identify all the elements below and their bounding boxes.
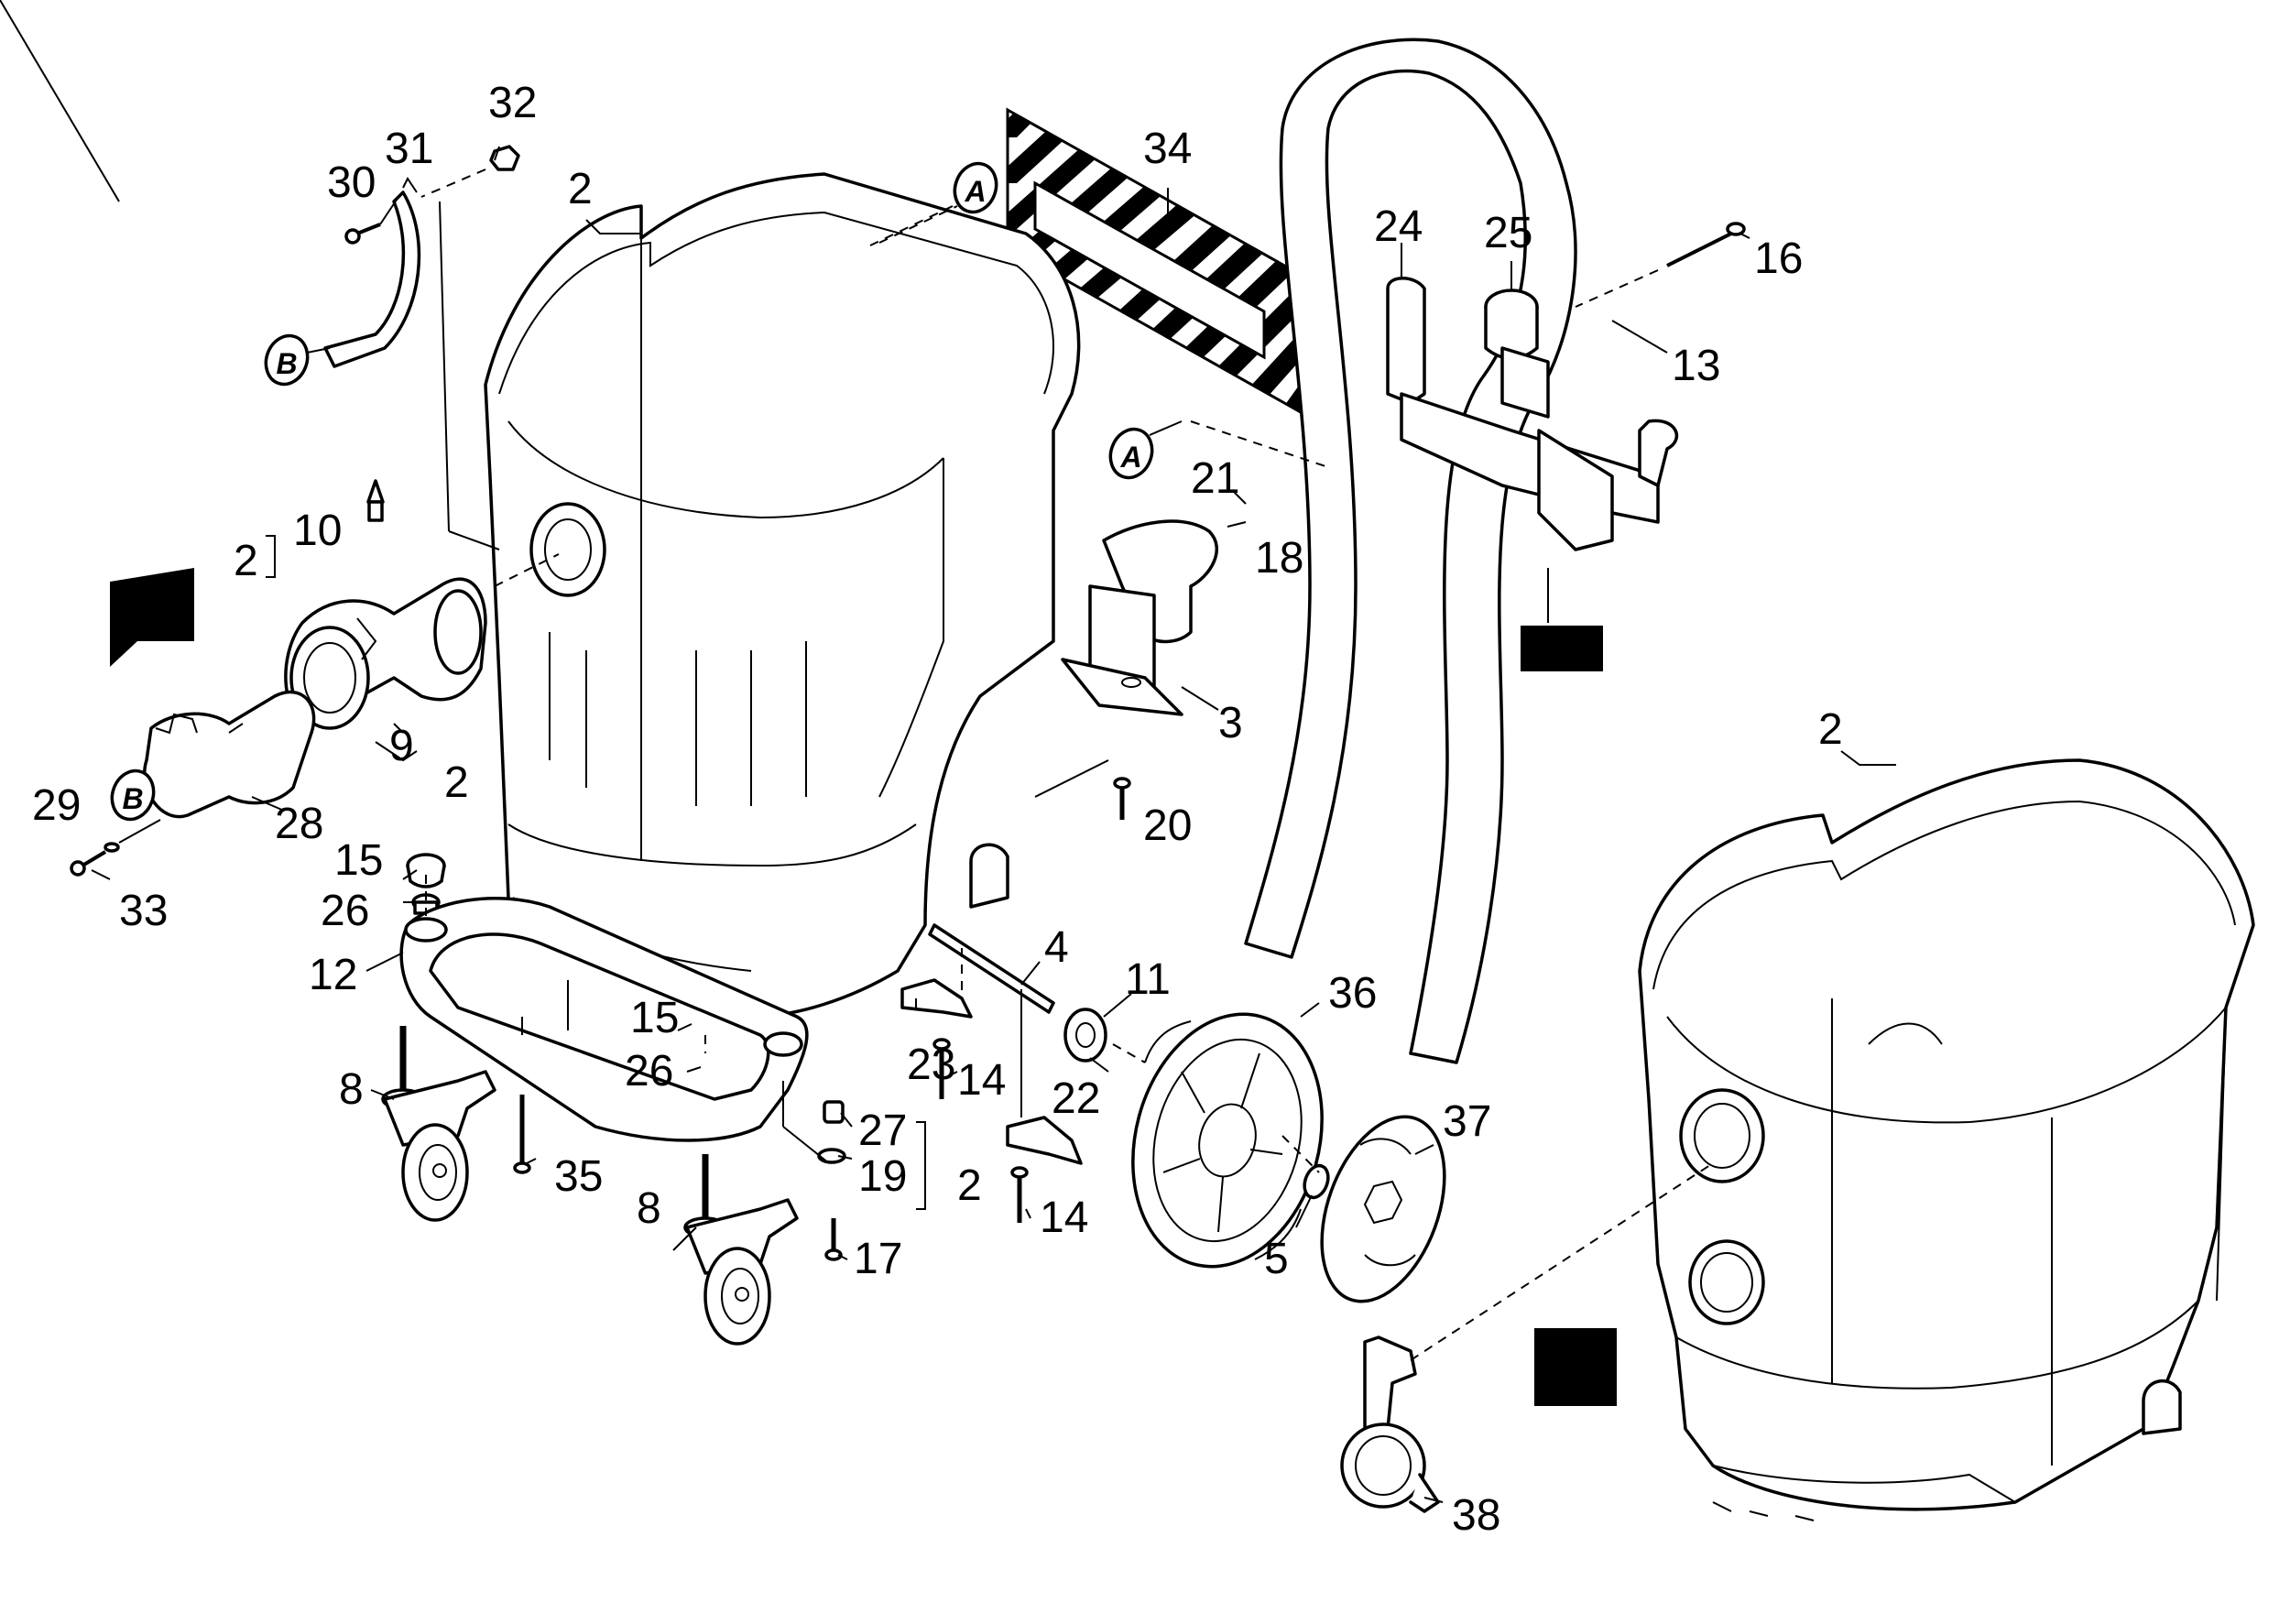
view-1-number: 1	[136, 587, 158, 632]
label-13: 13	[1672, 342, 1720, 390]
strap-31	[323, 177, 421, 368]
label-24: 24	[1374, 202, 1423, 251]
label-17: 17	[854, 1235, 902, 1283]
label-15-a: 15	[334, 836, 383, 885]
hose-bracket-24	[1386, 277, 1679, 551]
label-10: 10	[293, 507, 342, 555]
label-21: 21	[1191, 454, 1239, 503]
screw-30	[344, 223, 381, 245]
clip-23	[900, 978, 973, 1019]
hubcap-37	[1320, 1115, 1446, 1303]
label-32: 32	[488, 79, 537, 127]
screw-29-33	[70, 819, 161, 877]
screw-17	[824, 1218, 843, 1261]
reference-42-badge: 42.	[1521, 626, 1603, 671]
callout-b-lower: B	[110, 768, 156, 822]
caster-8a	[381, 1026, 496, 1222]
screw-35	[513, 1095, 531, 1174]
screw-20	[1034, 759, 1131, 820]
clip-22	[1006, 1116, 1083, 1165]
callout-a-upper-text: A	[964, 175, 986, 208]
holder-25	[1484, 289, 1550, 419]
label-30: 30	[327, 158, 376, 207]
label-2-top: 2	[568, 165, 593, 213]
label-15-b: 15	[630, 994, 679, 1042]
leader-lines	[0, 0, 1896, 1503]
label-9: 9	[389, 722, 414, 770]
label-28: 28	[275, 800, 323, 848]
plug-27	[823, 1100, 845, 1124]
pin-10	[366, 479, 385, 522]
label-27: 27	[858, 1106, 907, 1155]
label-2-middle: 2	[957, 1161, 982, 1210]
label-3: 3	[1218, 699, 1243, 747]
view-1-badge: 1	[110, 568, 194, 667]
label-33: 33	[119, 887, 168, 935]
assembly-lines	[439, 201, 1549, 1173]
label-34: 34	[1143, 125, 1192, 173]
cap-38	[1340, 1162, 1714, 1513]
label-11: 11	[1125, 955, 1171, 1004]
part-labels: 2 2 2 2 2 3 4 5 8 8 9 10 11 12 13 14 14 …	[32, 79, 1843, 1540]
reference-42-text: 42.	[1538, 631, 1587, 670]
push-handle-13	[1244, 38, 1577, 1064]
view-2-number: 2	[1565, 1346, 1587, 1390]
label-37: 37	[1443, 1097, 1491, 1146]
callout-b-upper-text: B	[276, 347, 297, 380]
screw-14a	[932, 1038, 951, 1099]
label-25: 25	[1484, 209, 1532, 257]
callout-a-upper: A	[869, 161, 998, 246]
callout-a-lower: A	[1108, 420, 1183, 480]
label-19: 19	[858, 1152, 907, 1201]
wheel-36	[1131, 1012, 1324, 1269]
base-frame-12	[399, 875, 809, 1142]
callout-b-upper: B	[264, 333, 331, 387]
label-14-a: 14	[957, 1056, 1006, 1105]
view-2-badge: 2	[1534, 1328, 1617, 1406]
bolt-16	[1575, 222, 1746, 308]
label-36: 36	[1328, 969, 1377, 1018]
caster-8b	[683, 1154, 799, 1346]
nut-32	[420, 145, 520, 198]
label-14-b: 14	[1040, 1193, 1088, 1242]
label-2-right: 2	[1818, 705, 1843, 754]
label-8-right: 8	[637, 1184, 661, 1233]
coupling-9	[284, 577, 487, 730]
label-35: 35	[554, 1152, 603, 1201]
label-38: 38	[1452, 1491, 1500, 1540]
tank-main	[484, 172, 1081, 1019]
adapter-28	[143, 690, 316, 819]
axle-4	[928, 923, 1055, 1014]
label-4: 4	[1044, 923, 1069, 972]
label-20: 20	[1143, 801, 1192, 850]
label-5: 5	[1264, 1235, 1289, 1283]
label-2-left: 2	[234, 537, 258, 585]
tank-alt-view	[1638, 758, 2255, 1521]
support-bracket-3	[1061, 519, 1219, 716]
label-26-a: 26	[321, 887, 369, 935]
label-18: 18	[1255, 534, 1303, 583]
label-31: 31	[385, 125, 433, 173]
callout-a-lower-text: A	[1119, 441, 1141, 474]
label-22: 22	[1052, 1074, 1100, 1123]
screw-14b	[1010, 1166, 1029, 1223]
spacer-11	[1063, 1008, 1107, 1063]
callout-b-lower-text: B	[122, 782, 143, 815]
label-12: 12	[309, 951, 357, 999]
label-26-b: 26	[625, 1047, 673, 1095]
label-23: 23	[907, 1041, 955, 1089]
label-2-coupling: 2	[444, 758, 469, 807]
label-8-left: 8	[339, 1065, 364, 1114]
label-29: 29	[32, 781, 81, 830]
label-16: 16	[1754, 234, 1803, 283]
